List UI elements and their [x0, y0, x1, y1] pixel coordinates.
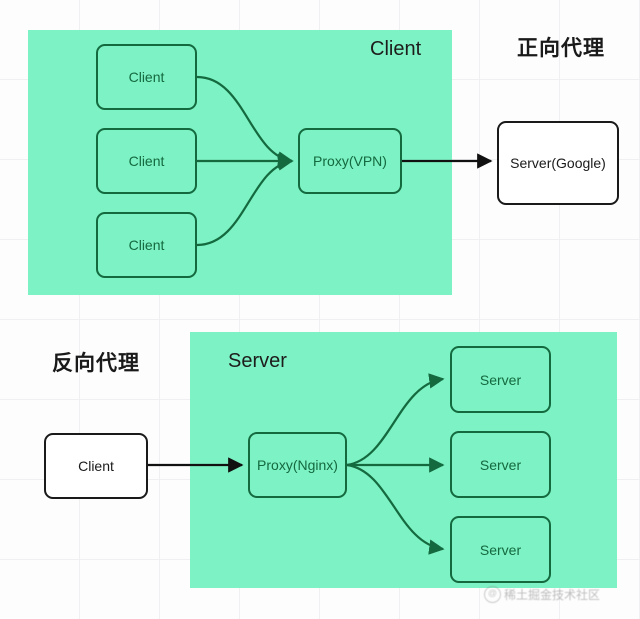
server-panel-label: Server	[228, 350, 287, 372]
server-node-1-label: Server	[479, 371, 522, 388]
watermark: @ 稀土掘金技术社区	[484, 586, 600, 603]
client-node-reverse-label: Client	[78, 458, 114, 474]
client-node-3[interactable]: Client	[96, 212, 197, 278]
client-node-2-label: Client	[128, 153, 165, 169]
proxy-nginx-label: Proxy(Nginx)	[257, 457, 338, 473]
server-node-2[interactable]: Server	[450, 431, 551, 498]
server-node-3[interactable]: Server	[450, 516, 551, 583]
forward-proxy-title: 正向代理	[517, 37, 605, 60]
client-panel-label: Client	[370, 38, 422, 60]
reverse-proxy-title: 反向代理	[52, 352, 140, 375]
proxy-nginx-node[interactable]: Proxy(Nginx)	[248, 432, 347, 498]
server-google-node[interactable]: Server(Google)	[497, 121, 619, 205]
client-node-1-label: Client	[128, 69, 165, 85]
proxy-vpn-label: Proxy(VPN)	[313, 153, 387, 169]
watermark-logo-icon: @	[484, 586, 501, 603]
server-node-1[interactable]: Server	[450, 346, 551, 413]
server-node-2-label: Server	[479, 456, 522, 473]
client-node-1[interactable]: Client	[96, 44, 197, 110]
watermark-text: 稀土掘金技术社区	[504, 588, 601, 602]
server-google-label: Server(Google)	[510, 155, 606, 171]
proxy-vpn-node[interactable]: Proxy(VPN)	[298, 128, 402, 194]
client-node-2[interactable]: Client	[96, 128, 197, 194]
client-node-reverse[interactable]: Client	[44, 433, 148, 499]
client-node-3-label: Client	[128, 237, 165, 253]
server-node-3-label: Server	[479, 541, 522, 558]
